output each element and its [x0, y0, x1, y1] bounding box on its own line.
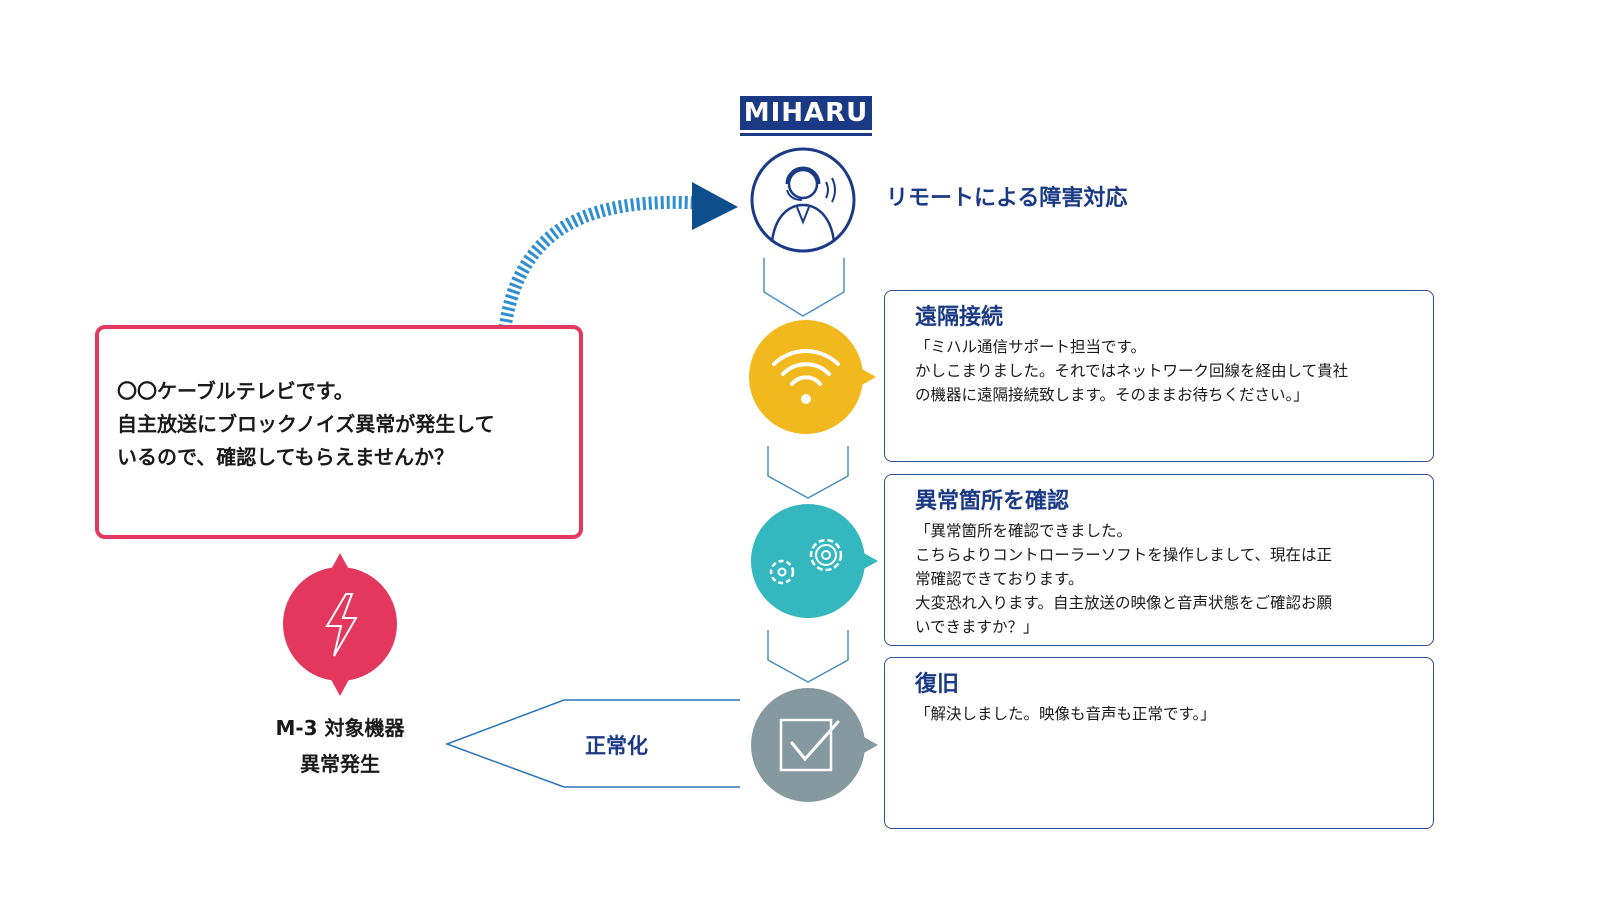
customer-message: 〇〇ケーブルテレビです。 自主放送にブロックノイズ異常が発生して いるので、確認… [117, 379, 495, 469]
lightning-icon [283, 553, 397, 696]
step-message: 「解決しました。映像も音声も正常です。」 [915, 705, 1216, 723]
step-title: 異常箇所を確認 [915, 489, 1070, 514]
logo-underline [740, 133, 872, 136]
step-recovery: 復旧 「解決しました。映像も音声も正常です。」 [884, 657, 1434, 829]
step-message: 「ミハル通信サポート担当です。 かしこまりました。それではネットワーク回線を経由… [915, 338, 1349, 404]
device-label: M-3 対象機器 異常発生 [275, 716, 405, 776]
step-title: 復旧 [915, 672, 960, 697]
checkbox-icon [751, 688, 878, 802]
connector-2 [767, 446, 849, 499]
connector-3 [767, 630, 849, 683]
request-arrow-head [692, 182, 738, 230]
connector-1 [763, 258, 845, 317]
step-check-fault: 異常箇所を確認 「異常箇所を確認できました。 こちらよりコントローラーソフトを操… [884, 474, 1434, 646]
wifi-icon [749, 320, 876, 434]
normalize-label: 正常化 [585, 734, 648, 758]
miharu-logo: MIHARU [740, 96, 872, 136]
step-message: 「異常箇所を確認できました。 こちらよりコントローラーソフトを操作しまして、現在… [915, 522, 1332, 636]
flow-connectors [763, 258, 849, 683]
customer-message-box: 〇〇ケーブルテレビです。 自主放送にブロックノイズ異常が発生して いるので、確認… [95, 325, 583, 539]
normalize-arrow [444, 699, 740, 788]
logo-text: MIHARU [740, 96, 872, 130]
remote-support-title: リモートによる障害対応 [886, 186, 1128, 211]
request-arrow [498, 182, 738, 329]
step-remote-connection: 遠隔接続 「ミハル通信サポート担当です。 かしこまりました。それではネットワーク… [884, 290, 1434, 462]
step-title: 遠隔接続 [915, 305, 1004, 330]
gears-icon [751, 504, 878, 618]
operator-headset-icon [750, 147, 856, 253]
